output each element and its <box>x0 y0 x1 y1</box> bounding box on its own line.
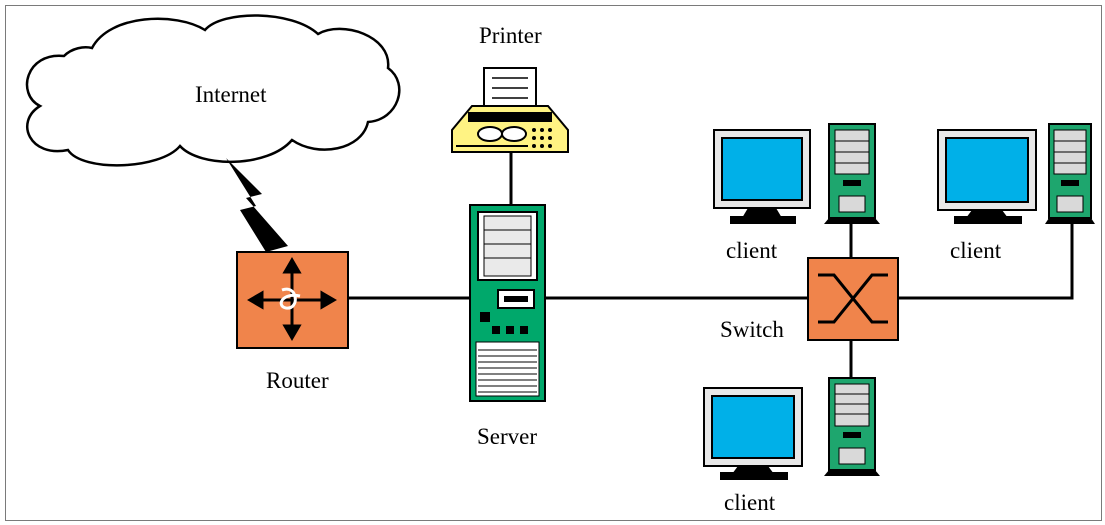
desktop-computer-icon <box>713 123 880 224</box>
client-label: client <box>724 490 776 515</box>
server-tower-icon <box>469 204 546 402</box>
cloud-icon <box>25 14 401 167</box>
switch-label: Switch <box>720 317 784 342</box>
lightning-bolt-icon <box>226 158 288 252</box>
internet-label: Internet <box>195 82 267 107</box>
switch-icon <box>807 257 899 341</box>
server-label: Server <box>477 424 537 449</box>
switch-client-b-link <box>898 218 1074 300</box>
printer-icon <box>451 67 569 153</box>
printer-label: Printer <box>479 23 542 48</box>
client-label: client <box>950 238 1002 263</box>
router-icon <box>236 251 349 349</box>
diagram-frame <box>5 5 1102 521</box>
router-label: Router <box>266 368 329 393</box>
connections <box>348 152 1074 378</box>
desktop-computer-icon <box>703 377 880 480</box>
desktop-computer-icon <box>937 123 1095 224</box>
client-label: client <box>726 238 778 263</box>
